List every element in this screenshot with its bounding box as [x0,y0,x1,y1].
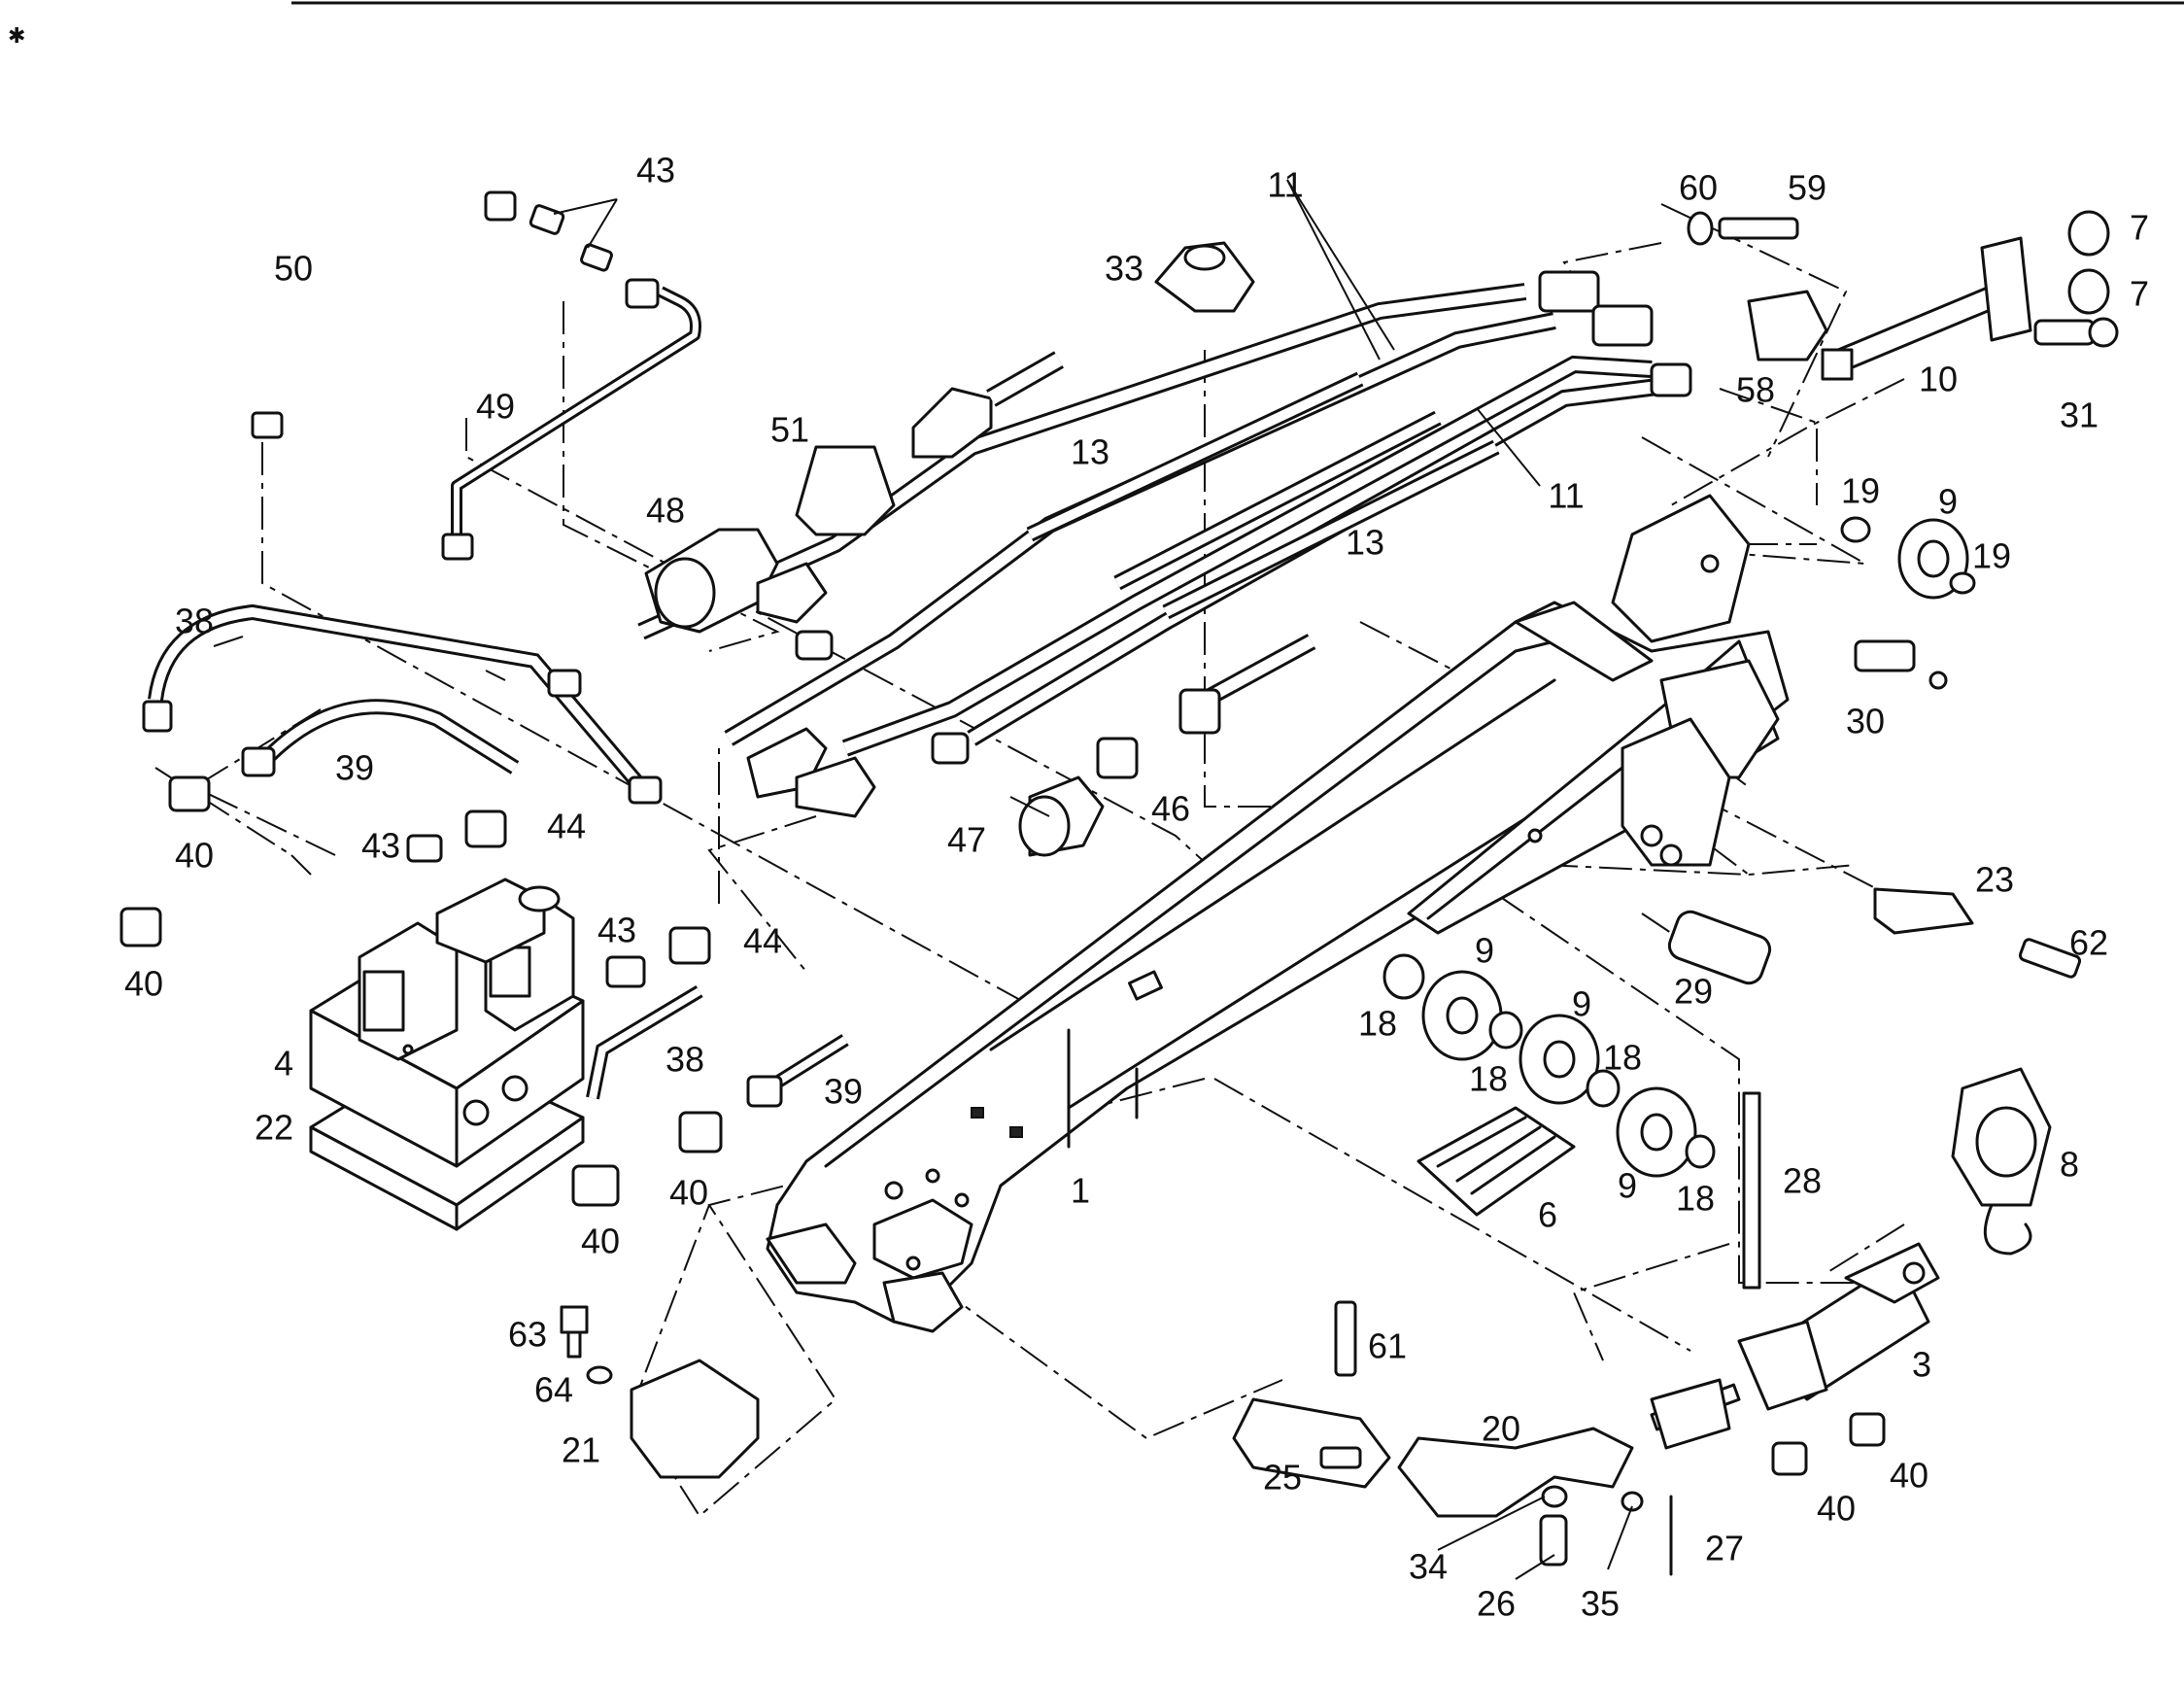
callout-26: 26 [1477,1584,1516,1624]
callout-47: 47 [947,820,986,860]
callout-9c: 9 [1572,984,1591,1024]
callout-18c: 18 [1603,1038,1642,1078]
callout-31: 31 [2060,396,2099,435]
callout-10: 10 [1919,360,1958,399]
main-boom [766,494,1790,1333]
callout-51: 51 [770,410,809,450]
callout-9b: 9 [1475,931,1494,971]
callout-58: 58 [1736,370,1775,410]
callout-22: 22 [255,1108,293,1148]
callout-30: 30 [1846,702,1885,741]
callout-13a: 13 [1071,432,1109,472]
callout-18b: 18 [1469,1059,1508,1099]
callout-27: 27 [1705,1529,1744,1568]
callout-6: 6 [1538,1195,1557,1235]
callout-64: 64 [534,1370,573,1410]
callout-23: 23 [1975,860,2014,900]
callout-18a: 18 [1358,1004,1397,1044]
callout-44b: 44 [743,921,782,961]
callout-43a: 43 [636,151,675,190]
callout-11a: 11 [1267,165,1303,205]
callout-pointers [553,179,1633,1580]
callout-4: 4 [274,1044,293,1084]
callout-29: 29 [1674,972,1713,1012]
callout-40c: 40 [669,1173,708,1213]
callout-39a: 39 [335,748,374,788]
callout-40f: 40 [1890,1456,1928,1496]
callout-28: 28 [1783,1161,1822,1201]
callout-61: 61 [1368,1326,1407,1366]
callout-35: 35 [1581,1584,1620,1624]
callout-11b: 11 [1548,476,1584,516]
callout-40e: 40 [1817,1489,1856,1529]
callout-21: 21 [562,1430,600,1470]
callout-7b: 7 [2130,274,2149,314]
callout-50: 50 [274,249,313,289]
callout-48: 48 [646,491,685,531]
callout-46: 46 [1151,789,1190,829]
callout-44a: 44 [547,807,586,846]
callout-7a: 7 [2130,208,2149,248]
callout-40d: 40 [581,1222,620,1261]
callout-13b: 13 [1346,523,1384,563]
callout-49: 49 [476,387,515,427]
callout-19b: 19 [1972,536,2011,576]
callout-59: 59 [1788,168,1826,208]
callout-9a: 9 [1938,482,1958,522]
callout-63: 63 [508,1315,547,1355]
callout-labels: 1 3 4 6 7 7 8 9 9 9 9 10 11 11 13 13 18 … [124,151,2149,1624]
callout-18d: 18 [1676,1179,1715,1219]
corner-mark: ✱ [8,23,25,48]
callout-39b: 39 [824,1072,863,1112]
callout-9d: 9 [1618,1166,1637,1206]
callout-34: 34 [1409,1547,1448,1587]
hoses-and-couplings-center [637,211,1828,857]
callout-1: 1 [1071,1171,1090,1211]
callout-8: 8 [2060,1145,2079,1185]
callout-3: 3 [1912,1345,1931,1385]
callout-25: 25 [1263,1458,1302,1498]
hoses-and-pipes-left [119,190,849,1207]
callout-20: 20 [1482,1409,1520,1449]
callout-43c: 43 [597,911,636,950]
callout-40a: 40 [175,836,214,876]
callout-38a: 38 [175,602,214,641]
valve-block [309,878,585,1231]
right-side-components [560,210,2119,1576]
callout-33: 33 [1105,249,1143,289]
callout-38b: 38 [665,1040,704,1080]
callout-19a: 19 [1841,471,1880,511]
callout-62: 62 [2069,923,2108,963]
callout-40b: 40 [124,964,163,1004]
callout-43b: 43 [361,826,400,866]
callout-60: 60 [1679,168,1718,208]
